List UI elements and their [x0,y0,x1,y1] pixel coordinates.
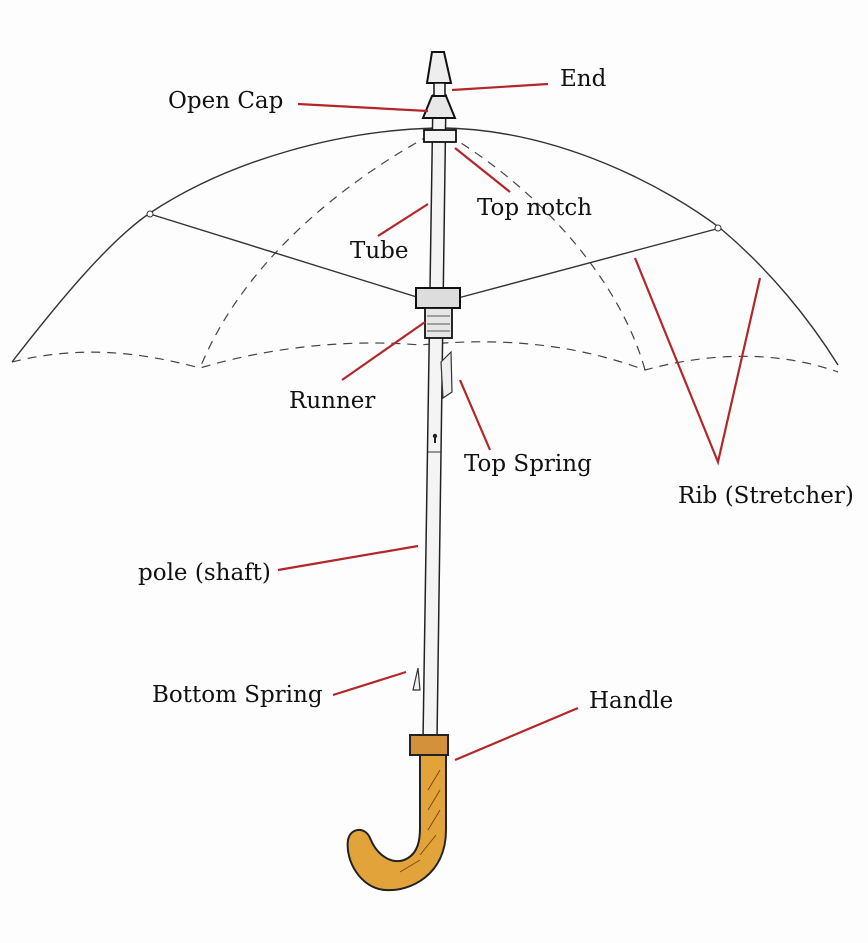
handle-ferrule [409,734,449,756]
canopy-lower-edge [11,341,839,373]
label-rib: Rib (Stretcher) [678,483,854,509]
stretcher-left [149,213,421,299]
top-notch [423,129,457,143]
open-cap [421,95,457,119]
leader-bottom-spring [332,670,407,697]
leader-rib [633,257,762,466]
bottom-spring [412,667,421,691]
label-pole: pole (shaft) [138,560,271,586]
label-handle: Handle [589,688,673,714]
label-top-notch: Top notch [477,195,592,221]
top-spring [440,350,453,400]
leader-open-cap [297,102,429,113]
rib-tip-right [714,224,722,232]
runner [415,287,461,309]
stretcher-right [457,227,721,299]
rib-tip-left [146,210,154,218]
leader-runner [341,321,426,381]
leader-handle [454,706,579,762]
handle [346,754,447,892]
label-runner: Runner [289,388,375,414]
canopy-rib-left [199,134,431,369]
label-tube: Tube [350,238,409,264]
end-cap [425,51,453,84]
leader-pole [277,544,419,572]
pole [422,94,447,741]
leader-end [451,82,549,92]
label-bottom-spring: Bottom Spring [152,682,323,708]
keyhole [432,433,438,439]
label-top-spring: Top Spring [464,451,592,477]
leader-top-spring [458,379,492,451]
leader-tube [377,203,429,237]
label-end: End [560,66,607,92]
canopy-rib-right [447,134,646,371]
label-open-cap: Open Cap [168,88,283,114]
leader-top-notch [454,147,511,193]
